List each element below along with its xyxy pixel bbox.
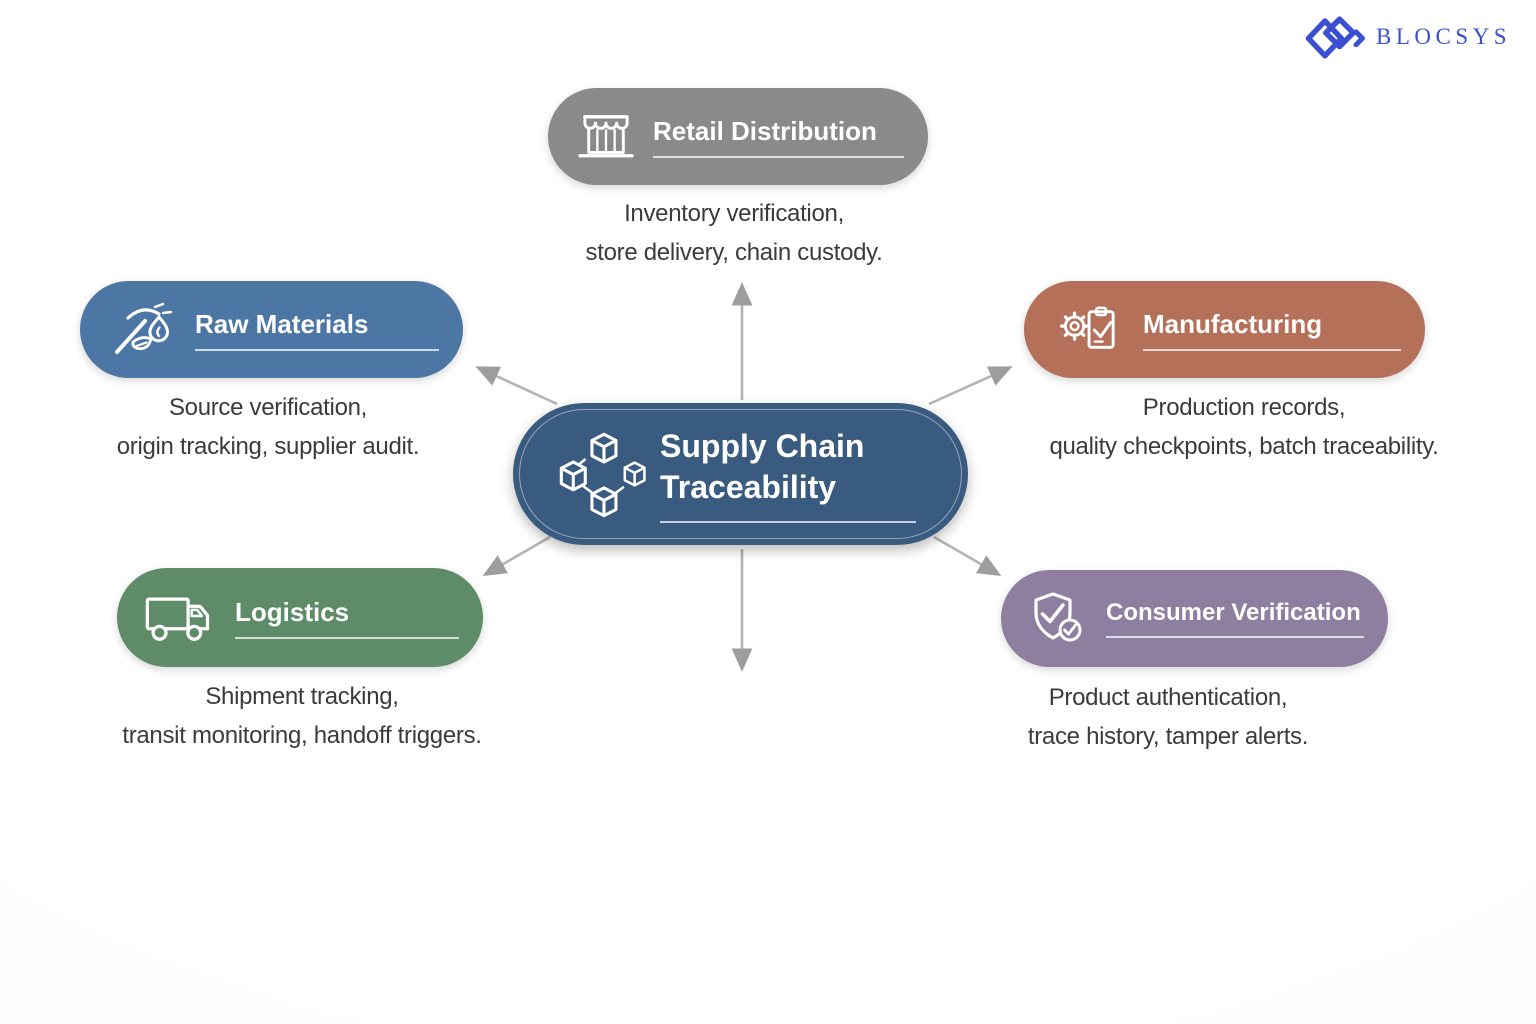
raw-titlebox: Raw Materials	[195, 309, 439, 351]
node-logistics: Logistics	[117, 568, 483, 667]
consumer-desc-line2: trace history, tamper alerts.	[1027, 723, 1309, 750]
consumer-description: Product authentication, trace history, t…	[918, 678, 1418, 756]
brand-logo: BLOCSYS	[1303, 13, 1511, 60]
arrow-center-to-consumer	[933, 535, 1002, 576]
manufacturing-titlebox: Manufacturing	[1143, 309, 1401, 351]
logistics-title: Logistics	[235, 596, 350, 627]
node-raw-materials: Raw Materials	[80, 281, 463, 378]
retail-titlebox: Retail Distribution	[653, 116, 904, 158]
center-title-line1: Supply Chain	[660, 427, 865, 464]
retail-desc-line2: store delivery, chain custody.	[585, 239, 883, 266]
consumer-desc-line1: Product authentication,	[1048, 684, 1288, 711]
gear-clipboard-icon	[1052, 303, 1128, 357]
manufacturing-desc-line2: quality checkpoints, batch traceability.	[1049, 433, 1439, 460]
arrow-center-to-logistics	[482, 535, 551, 576]
brand-name: BLOCSYS	[1376, 23, 1512, 49]
logistics-desc-line2: transit monitoring, handoff triggers.	[122, 722, 482, 749]
retail-desc-line1: Inventory verification,	[624, 200, 844, 227]
raw-desc-line1: Source verification,	[168, 394, 368, 421]
logistics-titlebox: Logistics	[235, 597, 459, 639]
center-title: Supply Chain Traceability	[660, 426, 916, 508]
storefront-icon	[574, 112, 638, 162]
center-titlebox: Supply Chain Traceability	[660, 426, 916, 523]
consumer-title: Consumer Verification	[1106, 599, 1361, 626]
blocsys-diamonds-icon	[1305, 16, 1365, 59]
logistics-description: Shipment tracking, transit monitoring, h…	[52, 677, 552, 755]
blockchain-cubes-icon	[553, 428, 653, 520]
consumer-titlebox: Consumer Verification	[1106, 599, 1364, 638]
node-retail-distribution: Retail Distribution	[548, 88, 928, 185]
raw-desc-line2: origin tracking, supplier audit.	[116, 433, 420, 460]
retail-title: Retail Distribution	[653, 115, 877, 146]
logistics-desc-line1: Shipment tracking,	[205, 683, 399, 710]
pickaxe-leaf-icon	[106, 301, 180, 359]
manufacturing-description: Production records, quality checkpoints,…	[984, 388, 1504, 466]
raw-title: Raw Materials	[195, 308, 369, 339]
node-manufacturing: Manufacturing	[1024, 281, 1425, 378]
node-supply-chain-traceability: Supply Chain Traceability	[513, 403, 968, 545]
center-title-line2: Traceability	[660, 468, 837, 505]
manufacturing-title: Manufacturing	[1143, 308, 1323, 339]
shield-check-icon	[1029, 590, 1091, 648]
retail-description: Inventory verification, store delivery, …	[484, 194, 984, 272]
manufacturing-desc-line1: Production records,	[1142, 394, 1346, 421]
node-consumer-verification: Consumer Verification	[1001, 570, 1388, 667]
raw-description: Source verification, origin tracking, su…	[18, 388, 518, 466]
truck-icon	[144, 591, 220, 644]
